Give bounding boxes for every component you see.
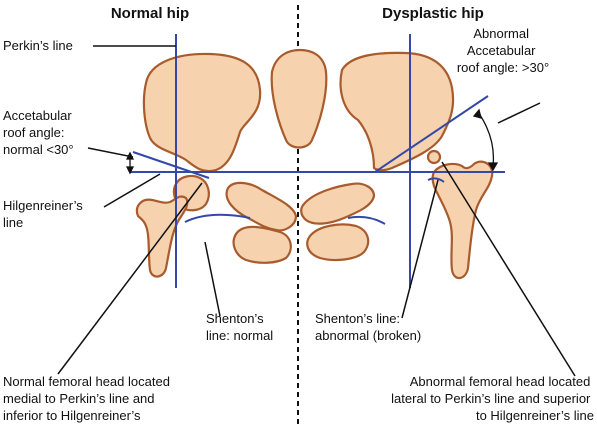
shenton-arc-abnormal-2 xyxy=(427,177,445,183)
right-ischium xyxy=(300,182,376,225)
label-shenton-abnormal: Shenton’s line: abnormal (broken) xyxy=(315,311,421,343)
right-pubis xyxy=(306,223,370,262)
leader-lines xyxy=(57,45,576,377)
label-abnormal-femoral-head: Abnormal femoral head located lateral to… xyxy=(391,374,594,423)
guide-lines xyxy=(130,34,505,288)
title-dysplastic-hip: Dysplastic hip xyxy=(382,5,484,22)
right-ilium xyxy=(339,51,455,172)
label-roof-angle-abnormal: Abnormal Accetabular roof angle: >30° xyxy=(457,26,549,75)
label-perkins-line: Perkin’s line xyxy=(3,38,73,53)
label-hilgenreiner-line: Hilgenreiner’s line xyxy=(3,198,86,230)
label-roof-angle-normal: Accetabular roof angle: normal <30° xyxy=(3,108,75,157)
left-ilium xyxy=(142,52,262,173)
left-ischium xyxy=(225,181,298,232)
shenton-arc-normal xyxy=(184,213,251,223)
right-femoral-head xyxy=(426,149,442,165)
roof-line-abnormal xyxy=(374,95,489,173)
sacrum xyxy=(270,48,328,149)
left-pubis xyxy=(232,225,292,264)
right-femur xyxy=(431,160,494,280)
label-shenton-normal: Shenton’s line: normal xyxy=(206,311,273,343)
bone-group xyxy=(135,48,494,280)
label-normal-femoral-head: Normal femoral head located medial to Pe… xyxy=(3,374,174,423)
shenton-arc-abnormal-1 xyxy=(347,215,386,225)
title-normal-hip: Normal hip xyxy=(111,5,189,22)
roof-line-normal xyxy=(132,151,210,179)
